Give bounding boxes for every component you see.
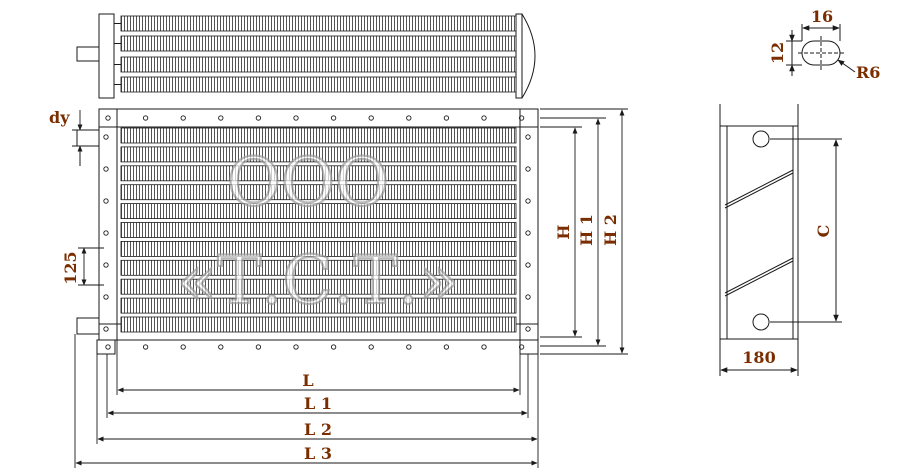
front-tube-8 xyxy=(120,259,517,276)
side-inner xyxy=(726,125,794,340)
hole-bottom-11 xyxy=(481,344,487,350)
hole-bottom-8 xyxy=(368,344,374,350)
dim-L: L xyxy=(302,371,313,390)
hole-bottom-10 xyxy=(443,344,450,350)
hole-right-2 xyxy=(525,166,531,172)
side-port-top xyxy=(752,130,770,148)
hole-bottom-6 xyxy=(293,344,299,350)
front-dimension-labels: dy 125 H H 1 H 2 L L 1 L 2 L 3 xyxy=(49,108,620,463)
hole-right-4 xyxy=(525,230,531,236)
dim-H2: H 2 xyxy=(601,214,620,246)
front-view xyxy=(76,108,539,355)
dim-125: 125 xyxy=(61,251,80,284)
hole-left-4 xyxy=(103,230,109,236)
front-fin-tubes xyxy=(120,127,517,333)
dim-L3: L 3 xyxy=(304,444,332,463)
watermark: ООО «Т.С.Т.» xyxy=(176,143,460,320)
front-leg-left xyxy=(96,339,116,355)
top-view xyxy=(76,13,536,99)
hole-right-6 xyxy=(525,294,531,300)
side-view xyxy=(719,104,842,376)
hole-left-1 xyxy=(103,134,109,140)
top-end-cap xyxy=(521,13,536,99)
hole-top-2 xyxy=(142,115,149,121)
front-frame xyxy=(98,108,539,341)
top-left-flange xyxy=(98,13,115,99)
front-tube-4 xyxy=(120,184,517,201)
side-dimension-labels: C 180 xyxy=(742,225,833,367)
dim-H: H xyxy=(554,224,573,239)
hole-bottom-4 xyxy=(218,344,224,350)
hole-right-1 xyxy=(525,134,531,140)
side-outer xyxy=(719,125,799,340)
top-tube-4 xyxy=(120,76,517,93)
dim-L1: L 1 xyxy=(304,394,332,413)
dim-dy: dy xyxy=(49,108,70,127)
front-tube-10 xyxy=(120,297,517,314)
hole-top-4 xyxy=(218,115,224,121)
hole-bottom-9 xyxy=(406,344,412,350)
dim-180: 180 xyxy=(742,348,775,367)
hole-left-2 xyxy=(103,166,109,172)
front-leg-right xyxy=(519,339,539,355)
hole-top-12 xyxy=(518,115,525,121)
front-tube-1 xyxy=(120,127,517,144)
hole-top-10 xyxy=(443,115,450,121)
watermark-line1: ООО xyxy=(227,144,389,221)
front-tube-11 xyxy=(120,316,517,333)
dim-12: 12 xyxy=(768,42,787,64)
hole-left-6 xyxy=(103,294,109,300)
dim-H1: H 1 xyxy=(577,214,596,246)
hole-bottom-3 xyxy=(180,344,186,350)
hole-right-3 xyxy=(525,198,531,204)
watermark-line2: «Т.С.Т.» xyxy=(177,242,459,319)
dim-R6: R6 xyxy=(856,63,880,82)
front-tube-5 xyxy=(120,203,517,220)
front-tube-2 xyxy=(120,146,517,163)
hole-top-6 xyxy=(293,115,299,121)
front-nozzle-top xyxy=(76,129,100,147)
slot-detail xyxy=(786,24,856,76)
hole-top-9 xyxy=(406,115,412,121)
flange-holes xyxy=(103,115,531,350)
hole-right-7 xyxy=(525,326,531,332)
slot-labels: 16 12 R6 xyxy=(768,7,880,82)
front-tube-7 xyxy=(120,240,517,257)
top-tube-3 xyxy=(120,56,517,73)
hole-right-5 xyxy=(525,262,531,268)
hole-bottom-1 xyxy=(105,344,111,350)
front-tube-6 xyxy=(120,222,517,238)
hole-bottom-5 xyxy=(255,344,262,350)
dim-16: 16 xyxy=(811,7,833,26)
hole-top-5 xyxy=(255,115,262,121)
hole-bottom-12 xyxy=(518,344,525,350)
hole-bottom-2 xyxy=(142,344,149,350)
top-fin-tubes xyxy=(114,15,517,93)
front-nozzle-bottom xyxy=(76,317,100,335)
hole-top-1 xyxy=(105,115,111,121)
hole-bottom-7 xyxy=(330,344,337,350)
hole-top-8 xyxy=(368,115,374,121)
front-tube-9 xyxy=(120,278,517,295)
hole-left-5 xyxy=(103,262,109,268)
front-dimensions xyxy=(72,108,628,468)
hole-top-3 xyxy=(180,115,186,121)
hole-top-7 xyxy=(330,115,337,121)
dim-L2: L 2 xyxy=(304,420,332,439)
hole-top-11 xyxy=(481,115,487,121)
hole-left-3 xyxy=(103,198,109,204)
top-tube-2 xyxy=(120,35,517,52)
front-tube-3 xyxy=(120,165,517,182)
top-nozzle xyxy=(76,46,100,62)
top-tube-1 xyxy=(120,15,517,32)
hole-left-7 xyxy=(103,326,109,332)
dim-C: C xyxy=(814,225,833,238)
top-right-flange xyxy=(515,13,523,99)
side-port-bottom xyxy=(752,313,770,331)
